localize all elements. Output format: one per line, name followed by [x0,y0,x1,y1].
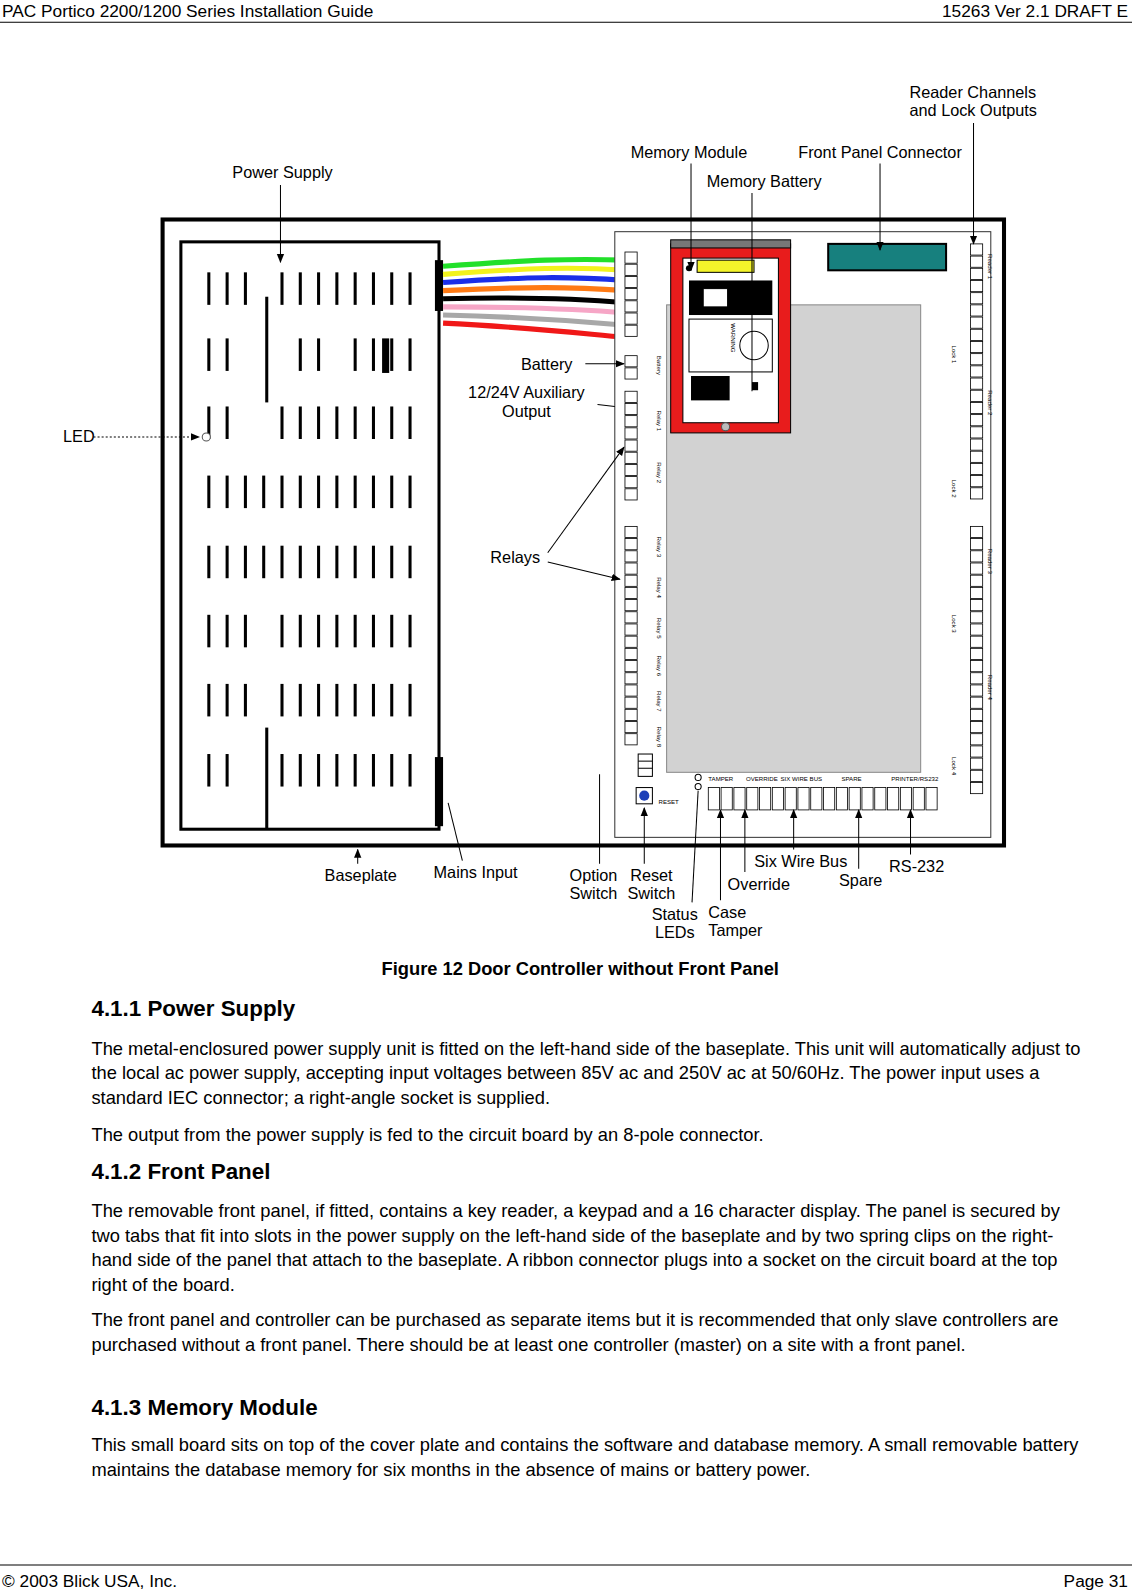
running-header: PAC Portico 2200/1200 Series Installatio… [2,2,612,22]
board-marking: Relay 2 [655,462,662,483]
board-marking: Relay 6 [655,655,662,676]
board-marking: Relay 4 [655,577,662,598]
callout-label: Six Wire Bus [750,853,852,871]
callout-label: Baseplate [315,867,406,885]
output-connector [435,260,443,311]
terminal-blocks [625,244,983,810]
memory-label [697,260,754,272]
callout-label: Reader Channels and Lock Outputs [909,83,1051,120]
board-marking: Battery [655,356,662,375]
callout-label: Power Supply [222,164,344,182]
callout-label: Relays [484,549,547,567]
power-supply-vents [207,272,411,829]
memory-chip-small [691,376,730,400]
circuit-board [615,232,991,838]
callout-label: Reset Switch [623,867,680,904]
board-marking: Lock 4 [950,757,957,775]
board-marking: Relay 5 [655,618,662,639]
body-paragraph: The front panel and controller can be pu… [91,1308,1082,1357]
baseplate [163,219,1004,845]
board-marking: Reader 4 [986,675,993,700]
board-marking: Reader 2 [986,390,993,415]
callout-label: Memory Battery [698,173,830,191]
board-marking: Lock 1 [950,346,957,364]
callout-label: Mains Input [425,864,527,882]
callout-label: Memory Module [623,143,755,161]
running-header: © 2003 Blick USA, Inc. [2,1572,408,1592]
memory-battery [740,331,768,359]
body-paragraph: The removable front panel, if fitted, co… [91,1199,1082,1297]
callout-label: Option Switch [564,867,623,904]
board-marking: Reader 3 [986,549,993,574]
callout-label: Spare [832,872,889,890]
footer-rule [0,1564,1132,1565]
callout-label: RS-232 [881,858,952,876]
leader-lines [93,123,973,902]
running-header: 15263 Ver 2.1 DRAFT E [803,2,1128,22]
callout-label: Front Panel Connector [789,143,972,161]
callout-label: Battery [511,356,582,374]
screw [722,423,730,431]
power-supply [181,242,439,829]
memory-chip [689,280,772,315]
memory-module [671,244,791,433]
board-marking: PRINTER/RS232 [891,776,938,783]
callout-label: LED [63,428,104,446]
body-paragraph: The metal-enclosured power supply unit i… [91,1037,1082,1110]
battery-clip [752,382,758,390]
psu-wires [443,259,626,337]
option-switch [638,754,652,776]
memory-board [683,258,779,423]
board-marking: Relay 8 [655,727,662,748]
callout-label: Status LEDs [648,905,701,942]
board-marking: RESET [658,799,678,806]
callout-label: Override [728,876,799,894]
board-marking: Lock 2 [950,480,957,498]
board-marking: Relay 7 [655,691,662,712]
callout-label: 12/24V Auxiliary Output [458,384,595,421]
board-marking: Relay 3 [655,537,662,558]
board-marking: TAMPER [708,776,733,783]
board-marking: SIX WIRE BUS [780,776,822,783]
board-marking: WARNING [729,323,736,352]
option-switch-line [638,768,652,769]
board-marking: Relay 1 [655,411,662,432]
reset-switch [636,788,652,804]
status-led [695,774,701,780]
body-paragraph: This small board sits on top of the cove… [91,1433,1082,1482]
section-heading: 4.1.2 Front Panel [91,1158,701,1184]
board-marking: OVERRIDE [746,776,778,783]
mains-input [435,757,443,826]
section-heading: 4.1.3 Memory Module [91,1394,701,1420]
memory-chip-window [703,289,727,307]
front-panel-connector [828,244,946,270]
header-rule [0,22,1132,23]
board-marking: Reader 1 [986,254,993,279]
board-marking: Lock 3 [950,615,957,633]
body-paragraph: The output from the power supply is fed … [91,1123,1082,1147]
option-switch-line [638,761,652,762]
running-header: Page 31 [925,1572,1128,1592]
section-heading: 4.1.1 Power Supply [91,996,701,1022]
figure-caption: Figure 12 Door Controller without Front … [203,958,957,979]
memory-module-edge [671,240,791,248]
memory-battery-holder [689,319,772,372]
callout-label: Case Tamper [708,903,771,940]
status-led [695,783,701,789]
board-marking: SPARE [841,776,861,783]
reset-button [639,791,649,801]
led [202,433,210,441]
